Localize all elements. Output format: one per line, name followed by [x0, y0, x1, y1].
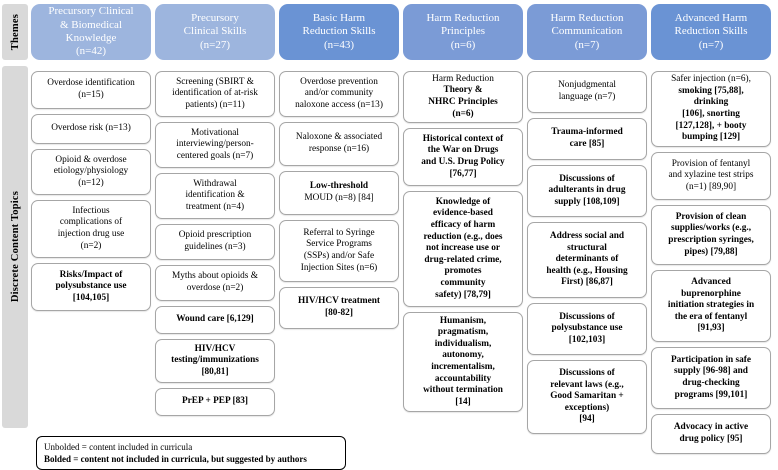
spine-label-discrete-content-topics: Discrete Content Topics — [2, 66, 28, 428]
topic-box[interactable]: Safer injection (n=6),smoking [75,88],dr… — [651, 71, 771, 147]
topic-label: PrEP + PEP [83] — [182, 396, 248, 407]
topic-label: Safer injection (n=6),smoking [75,88],dr… — [671, 74, 751, 143]
spine-label-themes: Themes — [2, 4, 28, 60]
legend-line-bolded: Bolded = content not included in curricu… — [44, 454, 307, 465]
topic-box[interactable]: Screening (SBIRT &identification of at-r… — [155, 71, 275, 117]
topic-label: Myths about opioids &overdose (n=2) — [171, 271, 258, 293]
topic-box[interactable]: HIV/HCV treatment[80-82] — [279, 287, 399, 329]
legend: Unbolded = content included in curricula… — [36, 436, 346, 470]
topic-box[interactable]: Overdose risk (n=13) — [31, 114, 151, 144]
spine-topics-text: Discrete Content Topics — [9, 191, 21, 303]
topic-box[interactable]: Overdose identification(n=15) — [31, 71, 151, 109]
spine-themes-text: Themes — [9, 13, 21, 51]
topic-box[interactable]: PrEP + PEP [83] — [155, 388, 275, 416]
topic-label: Overdose identification(n=15) — [47, 78, 135, 100]
topic-label: Humanism,pragmatism,individualism,autono… — [423, 315, 503, 407]
topic-box[interactable]: Wound care [6,129] — [155, 306, 275, 334]
topic-label: Screening (SBIRT &identification of at-r… — [172, 76, 258, 110]
topic-label: HIV/HCV treatment[80-82] — [297, 296, 381, 318]
topic-box[interactable]: Humanism,pragmatism,individualism,autono… — [403, 312, 523, 412]
topic-label: Wound care [6,129] — [176, 314, 254, 325]
topic-box[interactable]: Myths about opioids &overdose (n=2) — [155, 265, 275, 301]
legend-line-unbolded: Unbolded = content included in curricula — [44, 442, 193, 452]
topic-label: Overdose risk (n=13) — [51, 123, 131, 134]
